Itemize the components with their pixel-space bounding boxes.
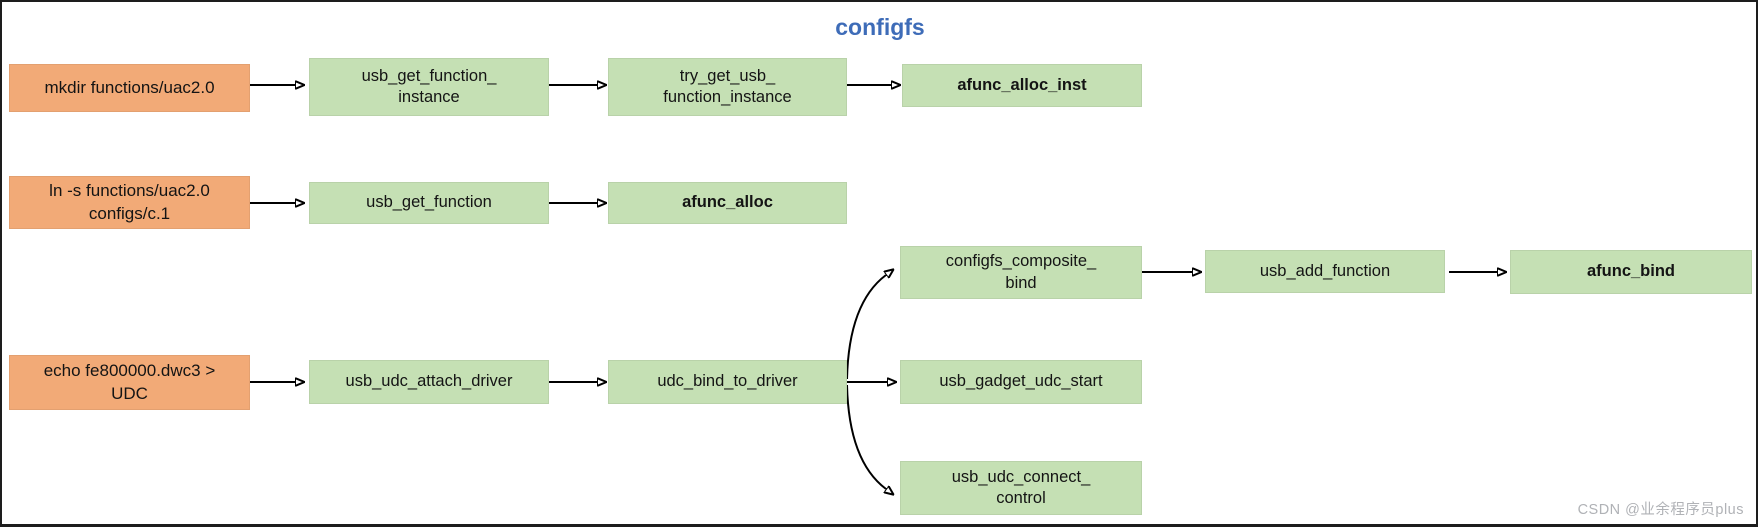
node-try-get-usb-function-instance: try_get_usb_ function_instance bbox=[608, 58, 847, 116]
node-ln-s-functions-uac2: ln -s functions/uac2.0 configs/c.1 bbox=[9, 176, 250, 229]
node-afunc-alloc-inst: afunc_alloc_inst bbox=[902, 64, 1142, 107]
node-echo-udc: echo fe800000.dwc3 > UDC bbox=[9, 355, 250, 410]
node-configfs-composite-bind: configfs_composite_ bind bbox=[900, 246, 1142, 299]
arrow-udc-bind-to-usb-udc-connect-control bbox=[846, 384, 886, 489]
node-usb-get-function-instance: usb_get_function_ instance bbox=[309, 58, 549, 116]
node-mkdir-functions-uac2: mkdir functions/uac2.0 bbox=[9, 64, 250, 112]
arrow-udc-bind-to-configfs-composite-bind bbox=[846, 275, 886, 380]
node-usb-udc-attach-driver: usb_udc_attach_driver bbox=[309, 360, 549, 404]
diagram-title: configfs bbox=[835, 14, 925, 40]
node-usb-get-function: usb_get_function bbox=[309, 182, 549, 224]
node-afunc-bind: afunc_bind bbox=[1510, 250, 1752, 294]
watermark: CSDN @业余程序员plus bbox=[1577, 502, 1744, 518]
node-usb-gadget-udc-start: usb_gadget_udc_start bbox=[900, 360, 1142, 404]
node-usb-udc-connect-control: usb_udc_connect_ control bbox=[900, 461, 1142, 515]
node-afunc-alloc: afunc_alloc bbox=[608, 182, 847, 224]
node-udc-bind-to-driver: udc_bind_to_driver bbox=[608, 360, 847, 404]
node-usb-add-function: usb_add_function bbox=[1205, 250, 1445, 293]
